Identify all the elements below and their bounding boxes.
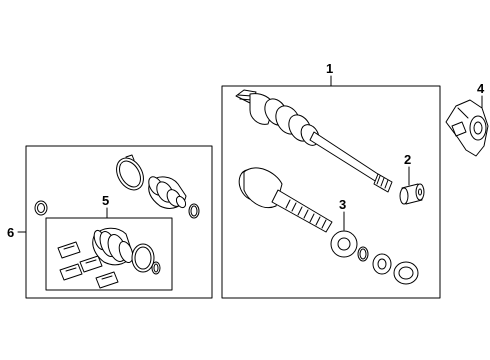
boot-clamp-left (34, 200, 48, 216)
grease-packets (57, 241, 119, 289)
boot-clamp-inner-small (151, 261, 161, 275)
knuckle-bracket (445, 99, 489, 157)
bushing (399, 183, 425, 205)
drive-axle-upper (235, 89, 393, 193)
callout-4: 4 (477, 81, 485, 96)
washer (372, 253, 392, 275)
callout-5: 5 (102, 193, 110, 208)
boot-clamp-large (116, 154, 144, 191)
bearing-ring (330, 230, 358, 258)
inner-boot (92, 227, 134, 266)
dust-seal (393, 261, 419, 285)
callout-1: 1 (326, 61, 334, 76)
boot-clamp-small (188, 203, 200, 219)
snap-ring (357, 246, 369, 262)
callout-3: 3 (339, 197, 347, 212)
boot-clamp-inner (131, 243, 155, 273)
outer-boot (148, 176, 187, 209)
callout-6: 6 (7, 225, 15, 240)
drive-axle-lower (238, 167, 333, 233)
callout-2: 2 (404, 152, 412, 167)
